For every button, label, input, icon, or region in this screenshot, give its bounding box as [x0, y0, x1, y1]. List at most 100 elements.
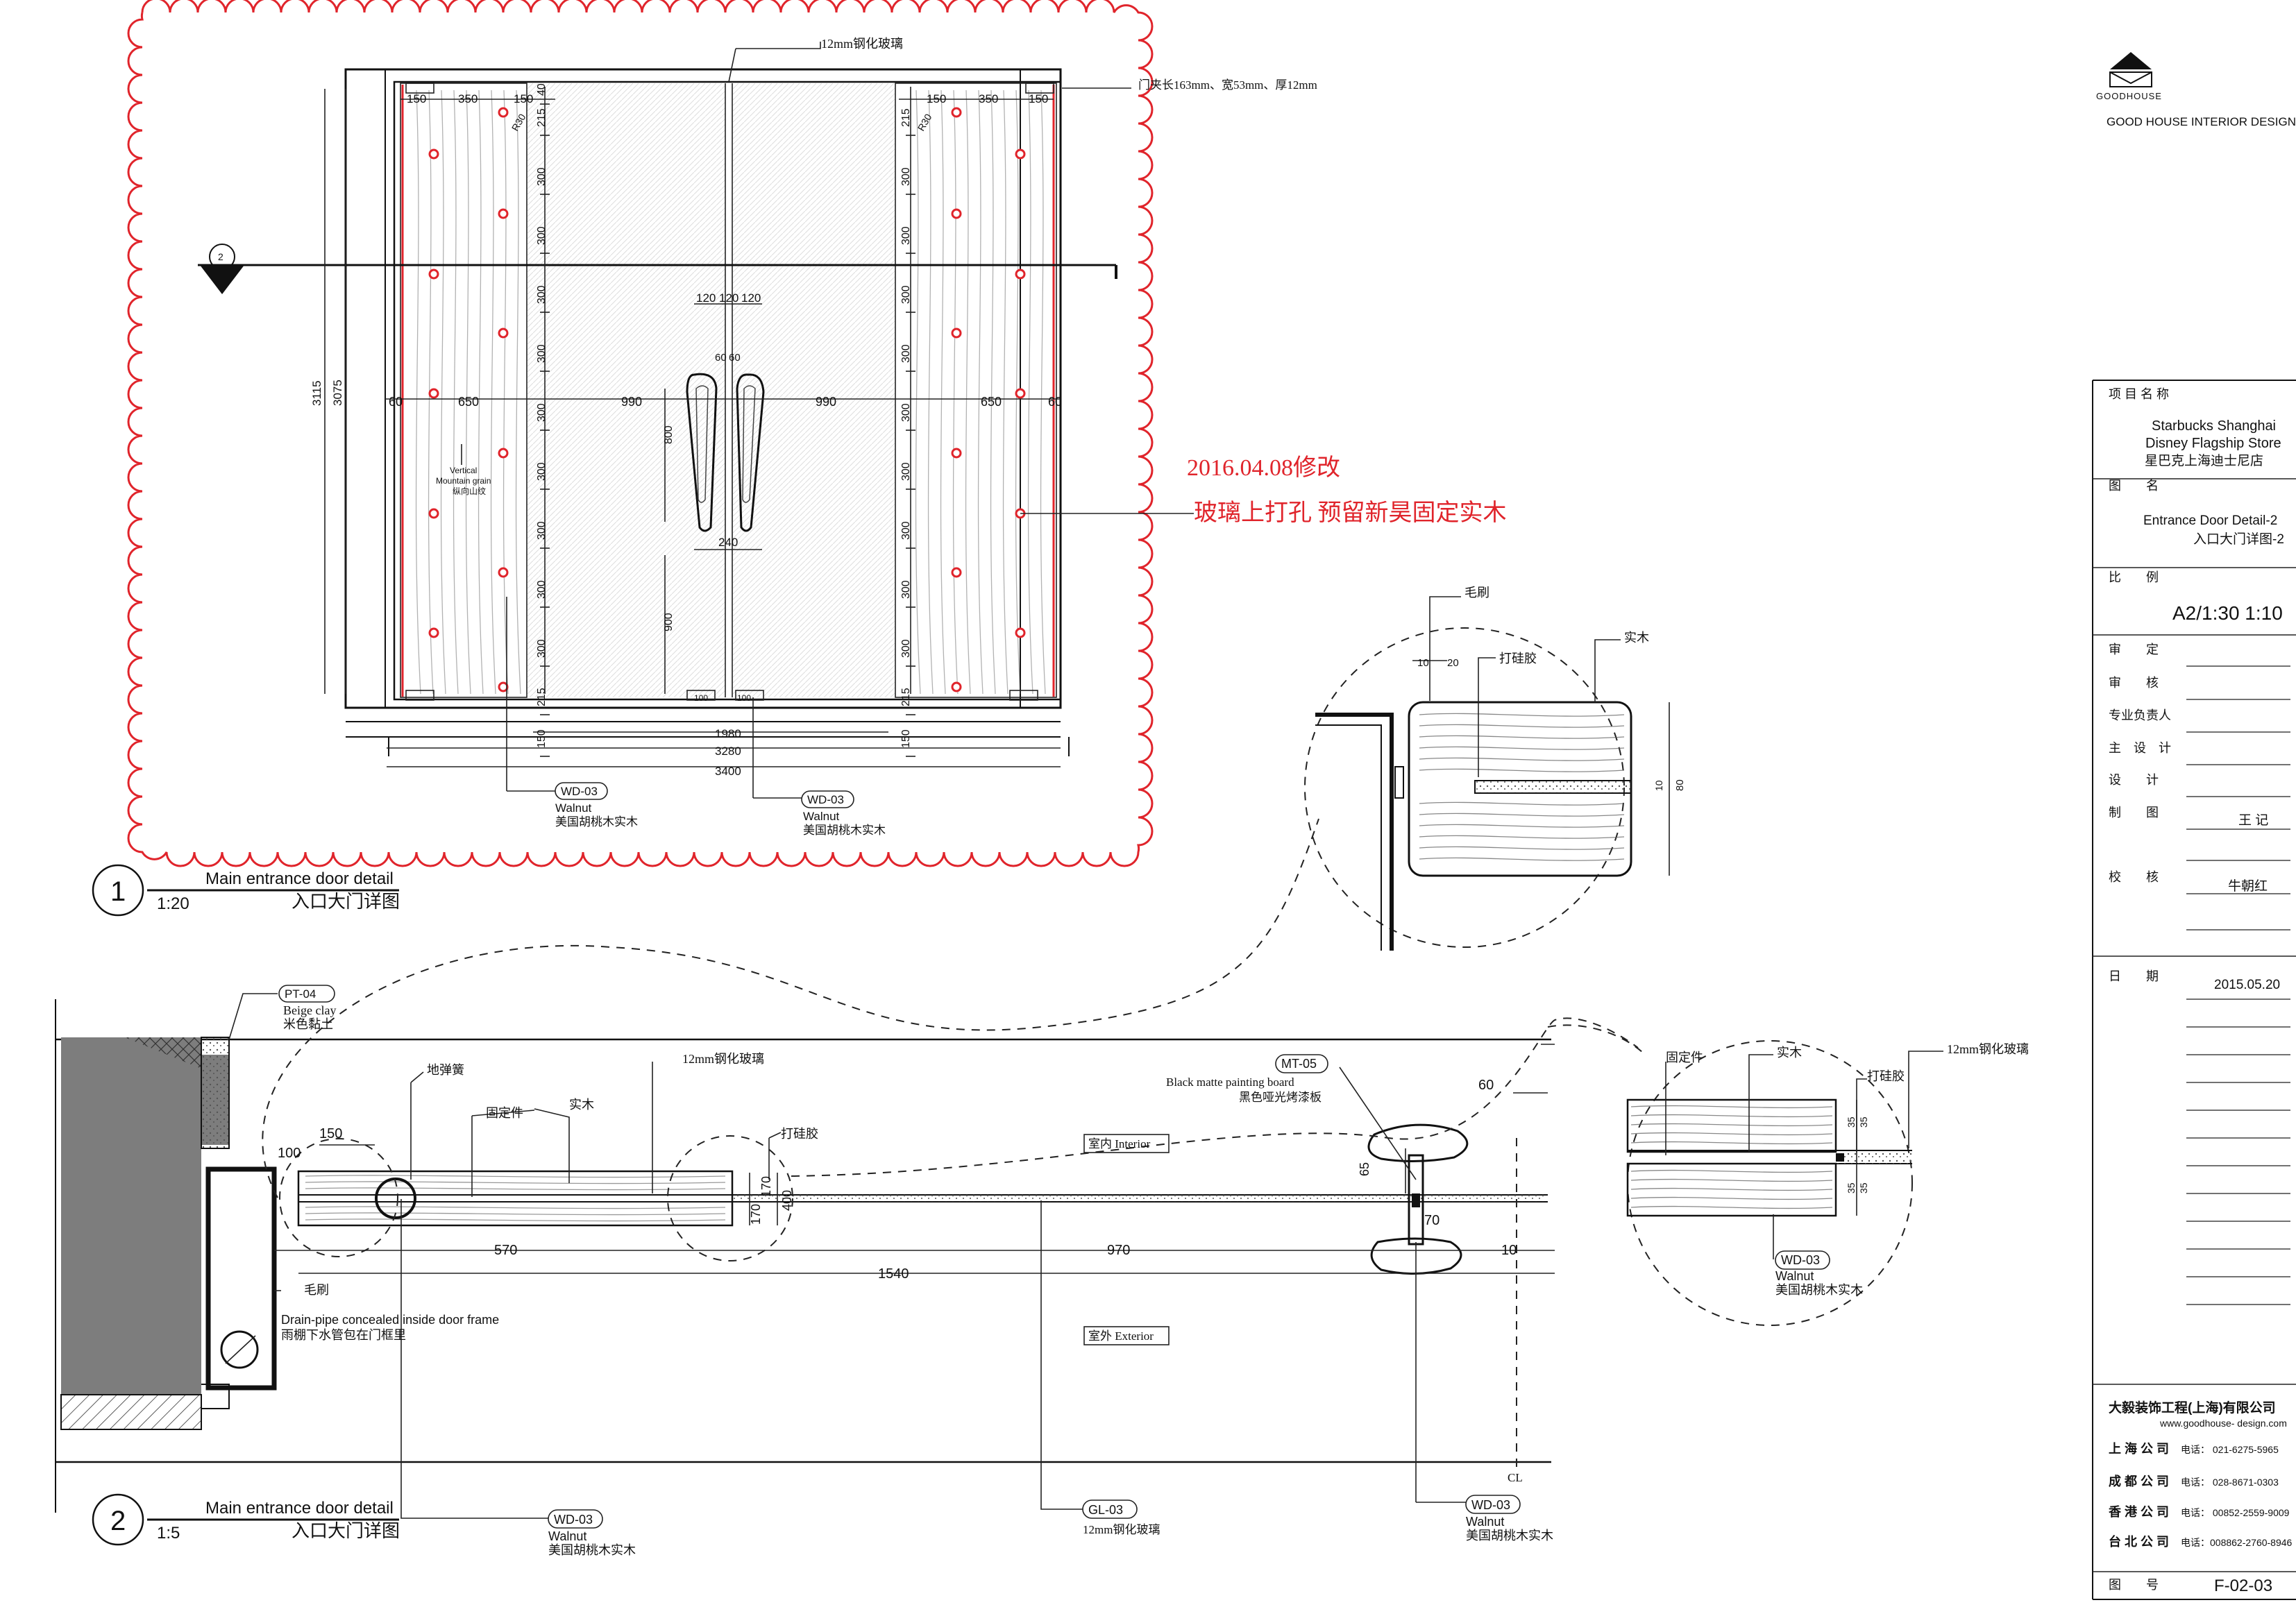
wood-grain-line [305, 1212, 726, 1216]
callout-top-solid-wood: 实木 [1624, 631, 1649, 645]
check-label: 校 核 [2109, 870, 2159, 884]
detail-title-en: Main entrance door detail [205, 1499, 394, 1518]
dim-label: 240 [718, 536, 738, 549]
dim-label: 300 [536, 639, 548, 658]
drain-pipe [220, 1330, 259, 1369]
wood-grain-line [927, 90, 934, 695]
dim-label: 150 [927, 92, 946, 105]
dim-label: 120 [719, 291, 738, 305]
dim-label: 60 [715, 352, 727, 364]
dim-label: 300 [536, 226, 548, 245]
fixing-hole [428, 388, 439, 399]
detail-number: 1 [110, 876, 126, 907]
detail-title-cn: 入口大门详图 [292, 1520, 400, 1541]
wd-tag-code: WD-03 [1781, 1253, 1820, 1267]
dim-label: 150 [319, 1126, 342, 1141]
detail-2-plan [55, 818, 1646, 1519]
office-phone: 电话： 00852-2559-9009 [2181, 1507, 2290, 1518]
left-door-handle [686, 373, 718, 532]
fixing-hole [951, 448, 962, 459]
dim-label: 35 [1846, 1182, 1857, 1193]
dim-label: 10 [1653, 780, 1664, 791]
fixing-hole [1015, 627, 1026, 638]
label-glass: 12mm钢化玻璃 [682, 1052, 764, 1066]
company-cn: 大毅装饰工程(上海)有限公司 [2109, 1400, 2276, 1416]
grain-note-en-2: Mountain grain [436, 476, 491, 486]
dim-label: 100 [278, 1146, 301, 1161]
glass-pane [732, 1195, 1544, 1202]
clamp-note: 门夹长163mm、宽53mm、厚12mm [1138, 78, 1317, 92]
dim-label: 215 [536, 108, 548, 127]
date-value: 2015.05.20 [2214, 978, 2280, 992]
dim-label: 150 [407, 92, 426, 105]
material-tag-en: Walnut [803, 810, 840, 823]
wood-grain-line [1630, 1205, 1833, 1209]
wood-grain-line [1419, 801, 1625, 806]
review-label: 审 核 [2109, 676, 2159, 690]
dim-label: 60 [729, 352, 741, 364]
dim-label: 3400 [715, 765, 741, 778]
wood-grain-line [305, 1187, 726, 1191]
dim-label: 650 [981, 395, 1002, 409]
dim-label: 990 [621, 395, 642, 409]
revision-note: 玻璃上打孔 预留新昊固定实木 [1194, 500, 1507, 526]
dim-label: 35 [1858, 1116, 1869, 1128]
dim-label: 60 [389, 395, 403, 409]
fixing-hole [428, 269, 439, 280]
label-sealant: 打硅胶 [781, 1127, 818, 1141]
label-cl: CL [1508, 1471, 1523, 1484]
fixing-hole [498, 328, 509, 339]
callout-right-fixing: 固定件 [1666, 1051, 1703, 1064]
wood-grain-line [1419, 768, 1625, 772]
wood-grain-line [305, 1181, 726, 1184]
wood-grain-line [1419, 735, 1625, 739]
wood-rail [297, 1170, 734, 1227]
dim-label: 300 [536, 167, 548, 186]
fixing-hole [1015, 269, 1026, 280]
wood-grain-line [915, 90, 921, 695]
wood-grain-line [1002, 90, 1008, 695]
dim-label: 150 [514, 92, 533, 105]
wood-grain-line [490, 90, 496, 695]
dim-label: 35 [1846, 1116, 1857, 1128]
wood-grain-line [1419, 746, 1625, 750]
dim-label: 650 [458, 395, 479, 409]
wood-grain-line [1419, 724, 1625, 728]
approve-label: 审 定 [2109, 643, 2159, 656]
dim-label: 300 [900, 167, 912, 186]
dim-label: 400 [780, 1190, 794, 1211]
callout-circle-left [279, 1138, 398, 1257]
wd-tag-en: Walnut [1466, 1515, 1504, 1529]
callout-top: 毛刷 打硅胶 实木 10 20 10 80 [1304, 586, 1686, 951]
dim-label: 3280 [715, 745, 741, 758]
dim-label: 900 [663, 613, 675, 631]
dim-label: 100 [737, 693, 751, 703]
wood-grain-line [478, 90, 484, 695]
office-phone: 电话：008862-2760-8946 [2181, 1537, 2293, 1548]
dim-label: 1980 [715, 727, 741, 740]
section-marker-arrow [200, 265, 244, 294]
dim-label: 80 [1674, 779, 1686, 791]
scale-value: A2/1:30 1:10 [2172, 602, 2283, 624]
right-door-handle [736, 373, 765, 532]
fixing-hole [428, 508, 439, 519]
chief-design-label: 主 设 计 [2109, 741, 2171, 755]
right-glass-leaf [732, 83, 895, 697]
dim-label: 215 [900, 108, 912, 127]
project-label: 项 目 名 称 [2109, 387, 2169, 401]
wd-tag-code: WD-03 [554, 1513, 593, 1527]
mt-tag-en: Black matte painting board [1166, 1076, 1294, 1089]
wd-tag-cn: 美国胡桃木实木 [548, 1543, 636, 1557]
fixing-hole [498, 107, 509, 118]
wood-grain-line [515, 90, 521, 695]
material-tag-cn: 美国胡桃木实木 [803, 824, 886, 837]
dim-label: 65 [1358, 1162, 1371, 1176]
dim-label: 170 [759, 1176, 773, 1197]
revision-cloud [127, 0, 1154, 867]
door-frame-box [205, 1166, 277, 1391]
wood-grain-line [1630, 1178, 1833, 1182]
drawing-name-cn: 入口大门详图-2 [2193, 532, 2284, 547]
detail-2-title: 2 Main entrance door detail 1:5 入口大门详图 [92, 1493, 400, 1546]
dim-label: 300 [900, 521, 912, 540]
fixing-hole [498, 681, 509, 692]
